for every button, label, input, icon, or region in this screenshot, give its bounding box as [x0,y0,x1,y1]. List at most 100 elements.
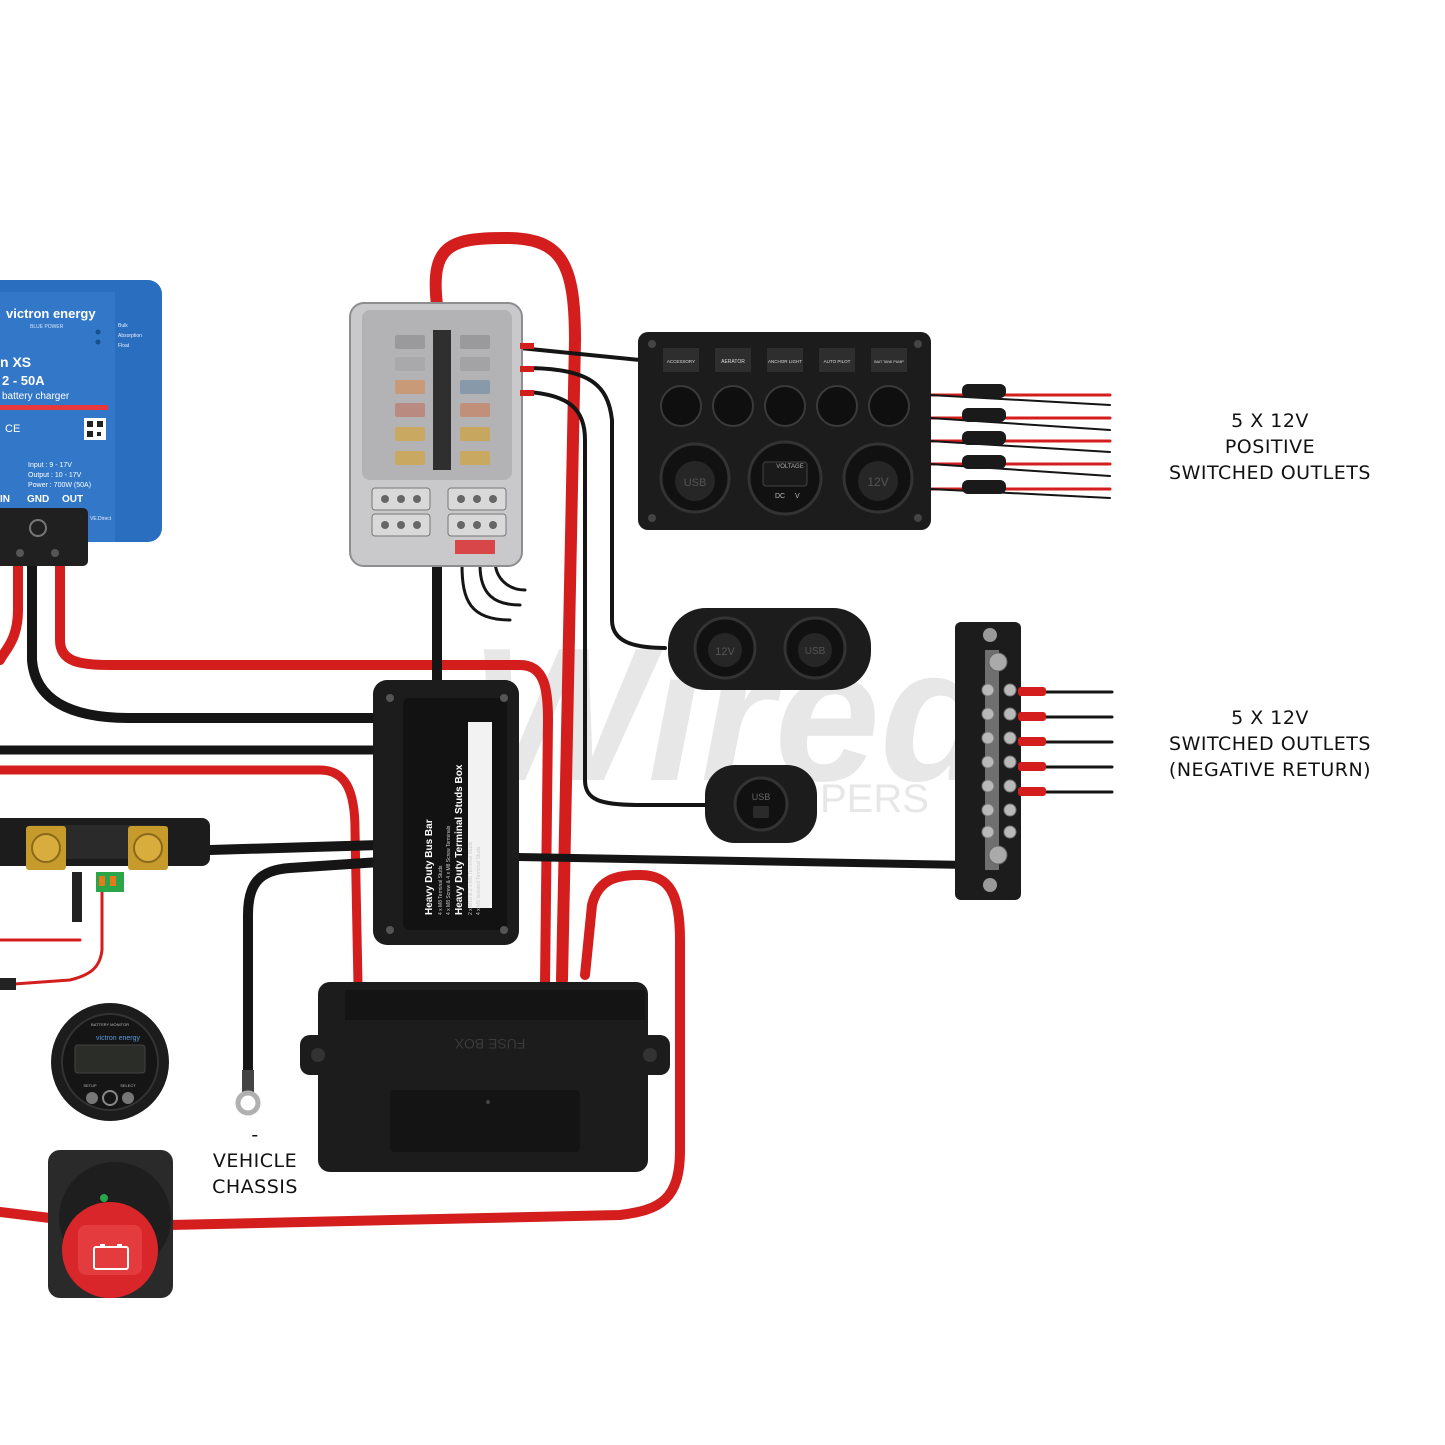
switch-label-bait-tank-pump: BAIT TANK PUMP [874,360,904,364]
switch-label-accessory: ACCESSORY [667,359,695,364]
bus-bar-spec-3: 2 x M10 & 2 x M8 Terminal Studs [468,841,474,915]
wire-thin-usb [526,390,707,807]
wire-black-negbar [514,853,974,869]
battery-monitor-select-button [122,1092,134,1104]
bus-bar-title-2: Heavy Duty Terminal Studs Box [454,764,465,915]
wire-thin-panel-1 [518,346,642,362]
bus-bar-box: Heavy Duty Bus Bar 4 x M8 Terminal Studs… [373,680,519,945]
shunt-terminal-left [31,833,61,863]
bus-bar-title-1: Heavy Duty Bus Bar [424,819,435,915]
charger-rating: 2 - 50A [2,373,45,388]
charger-terminal-cover [0,508,88,566]
positive-label-line-1: 5 X 12V [1231,410,1309,432]
wire-red-switch-left [0,1207,55,1223]
positive-label-line-2: POSITIVE [1224,436,1316,458]
switch-label-auto-pilot: AUTO PILOT [824,359,851,364]
negative-return-wires [1043,690,1114,794]
positive-outlets-label: 5 X 12V POSITIVE SWITCHED OUTLETS [1140,408,1400,486]
wire-thin-panel-2 [523,366,667,650]
negative-outlets-label: 5 X 12V SWITCHED OUTLETS (NEGATIVE RETUR… [1140,705,1400,783]
bus-bar-spec-2: 4 x M8 Screw & 4 x M8 Screw Terminals [446,825,452,915]
charger-led-bulk: Bulk [118,323,128,329]
charger-stripe [0,405,108,410]
panel-socket-usb-label: USB [684,477,707,489]
double-socket-12v-label: 12V [715,646,735,658]
switch-label-aerator: AERATOR [721,359,745,365]
battery-monitor-select: SELECT [120,1083,136,1088]
charger-spec-output: Output : 10 - 17V [28,472,82,479]
rocker-switch-1 [660,385,702,427]
voltmeter-dc-label: DC [775,493,785,500]
charger-led-absorption: Absorption [118,333,142,339]
voltmeter-top-label: VOLTAGE [776,464,803,470]
rocker-switch-3 [764,385,806,427]
bus-bar-spec-4: 4 x M8 Isolated Terminal Studs [476,846,482,915]
watermark-subtext: PERS [820,777,929,821]
negative-label-line-3: (NEGATIVE RETURN) [1168,759,1372,781]
usb-socket: USB [705,765,817,843]
negative-terminal-bar [955,622,1046,900]
double-socket-usb-label: USB [805,646,826,657]
battery-monitor-setup: SETUP [83,1083,97,1088]
panel-socket-12v-label: 12V [867,475,888,489]
wires [0,232,1114,1230]
positive-label-line-3: SWITCHED OUTLETS [1169,462,1371,484]
battery-monitor-title: BATTERY MONITOR [91,1022,129,1027]
rocker-switch-2 [712,385,754,427]
blade-fuses [395,330,490,470]
shunt-terminal-right [133,833,163,863]
fuse-box-label: FUSE BOX [454,1036,525,1052]
wire-red-charger-in [0,560,23,665]
left-connector [0,978,16,990]
vehicle-chassis-label: - VEHICLE CHASSIS [190,1122,320,1200]
positive-outlet-wires [928,393,1112,499]
battery-shunt [0,818,210,922]
charger-model: n XS [0,354,31,370]
charger-brand: victron energy [6,306,96,321]
battery-monitor-brand: victron energy [96,1035,140,1042]
dc-dc-charger: victron energy BLUE POWER n XS 2 - 50A b… [0,280,162,566]
rocker-switch-4 [816,385,858,427]
chassis-label-line-2: VEHICLE [212,1150,298,1172]
wire-black-charger-gnd [27,560,385,723]
charger-led-float: Float [118,343,130,349]
fuse-box: FUSE BOX [300,982,670,1172]
charger-spec-input: Input : 9 - 17V [28,462,72,469]
charger-face [0,292,115,542]
ce-mark-icon: CE [5,423,20,435]
rocker-switches [660,385,910,427]
wire-red-fuseblock-loop [429,232,581,986]
switch-panel: ACCESSORY AERATOR ANCHOR LIGHT AUTO PILO… [638,332,931,530]
switch-label-anchor-light: ANCHOR LIGHT [768,359,802,364]
fuse-block-studs [371,487,507,537]
wire-thin-drop-2 [478,563,522,607]
battery-monitor-setup-button [86,1092,98,1104]
charger-subtitle: battery charger [2,391,70,402]
wire-red-shunt [0,765,363,990]
bus-bar-label-strip [468,722,492,908]
usb-socket-label: USB [752,792,771,802]
battery-isolator-switch [48,1150,173,1298]
negative-label-line-2: SWITCHED OUTLETS [1169,733,1371,755]
chassis-ring-terminal [235,1070,261,1116]
charger-brand-sub: BLUE POWER [30,324,64,330]
wire-red-switch-loop [165,870,685,1230]
double-socket-panel: 12V USB [668,608,871,690]
wire-black-shunt [205,840,385,855]
switch-labels: ACCESSORY AERATOR ANCHOR LIGHT AUTO PILO… [663,348,907,372]
wire-red-thin-shunt [0,886,104,987]
battery-monitor: victron energy BATTERY MONITOR SETUP SEL… [51,1003,169,1121]
negative-label-line-1: 5 X 12V [1231,707,1309,729]
inline-fuse-holders [962,384,1006,494]
chassis-label-line-1: - [251,1124,259,1146]
charger-port: VE.Direct [90,516,112,522]
fuse-block [349,302,534,567]
rocker-switch-5 [868,385,910,427]
charger-spec-power: Power : 700W (50A) [28,482,91,489]
battery-icon [93,1246,129,1270]
charger-term-gnd: GND [27,494,49,505]
voltmeter-v-label: V [795,493,800,500]
charger-term-out: OUT [62,494,83,505]
wire-black-chassis [243,857,385,1080]
